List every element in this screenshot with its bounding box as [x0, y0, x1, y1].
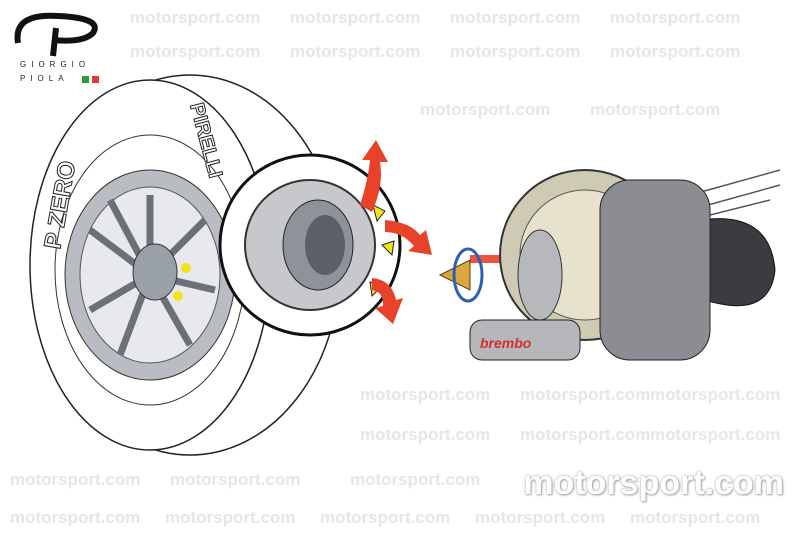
gp-logo-icon	[14, 12, 98, 57]
hub-nut-cone	[438, 247, 484, 303]
brake-upright-assembly	[469, 169, 781, 361]
motorsport-watermark: motorsport.com	[523, 464, 784, 502]
caliper-brand-text: brembo	[480, 335, 532, 351]
giorgio-piola-logo: GIORGIO PIOLA	[8, 8, 108, 88]
magnified-hub	[218, 153, 402, 337]
logo-line1: GIORGIO	[20, 60, 91, 69]
tyre-drawing	[29, 74, 341, 456]
flag-red	[92, 76, 99, 83]
flag-green	[82, 76, 89, 83]
logo-line2: PIOLA	[20, 74, 69, 83]
rotation-arrow-icon	[452, 247, 484, 303]
